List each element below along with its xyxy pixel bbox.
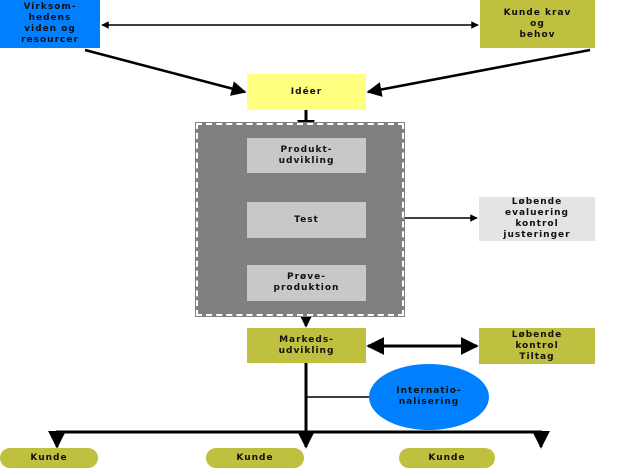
- node-produktudvikling[interactable]: Produkt- udvikling: [247, 138, 366, 173]
- node-virksomhedens[interactable]: Virksom- hedens viden og resourcer: [0, 0, 100, 48]
- edge-virksomhedens-ideer: [84, 48, 247, 96]
- node-test[interactable]: Test: [247, 202, 366, 238]
- node-internationalisering[interactable]: Internatio- nalisering: [369, 364, 489, 430]
- node-loebende-evaluering[interactable]: Løbende evaluering kontrol justeringer: [479, 197, 595, 241]
- node-ideer[interactable]: Idéer: [247, 74, 366, 110]
- node-markedsudvikling[interactable]: Markeds- udvikling: [247, 328, 366, 363]
- node-proeveproduktion[interactable]: Prøve- produktion: [247, 265, 366, 301]
- node-kunde-3[interactable]: Kunde: [399, 448, 495, 468]
- node-kunde-2[interactable]: Kunde: [206, 448, 304, 468]
- edge-kunde-krav-ideer: [366, 48, 591, 97]
- node-loebende-kontrol[interactable]: Løbende kontrol Tiltag: [479, 328, 595, 364]
- node-kunde-1[interactable]: Kunde: [0, 448, 98, 468]
- node-kunde-krav[interactable]: Kunde krav og behov: [480, 0, 595, 48]
